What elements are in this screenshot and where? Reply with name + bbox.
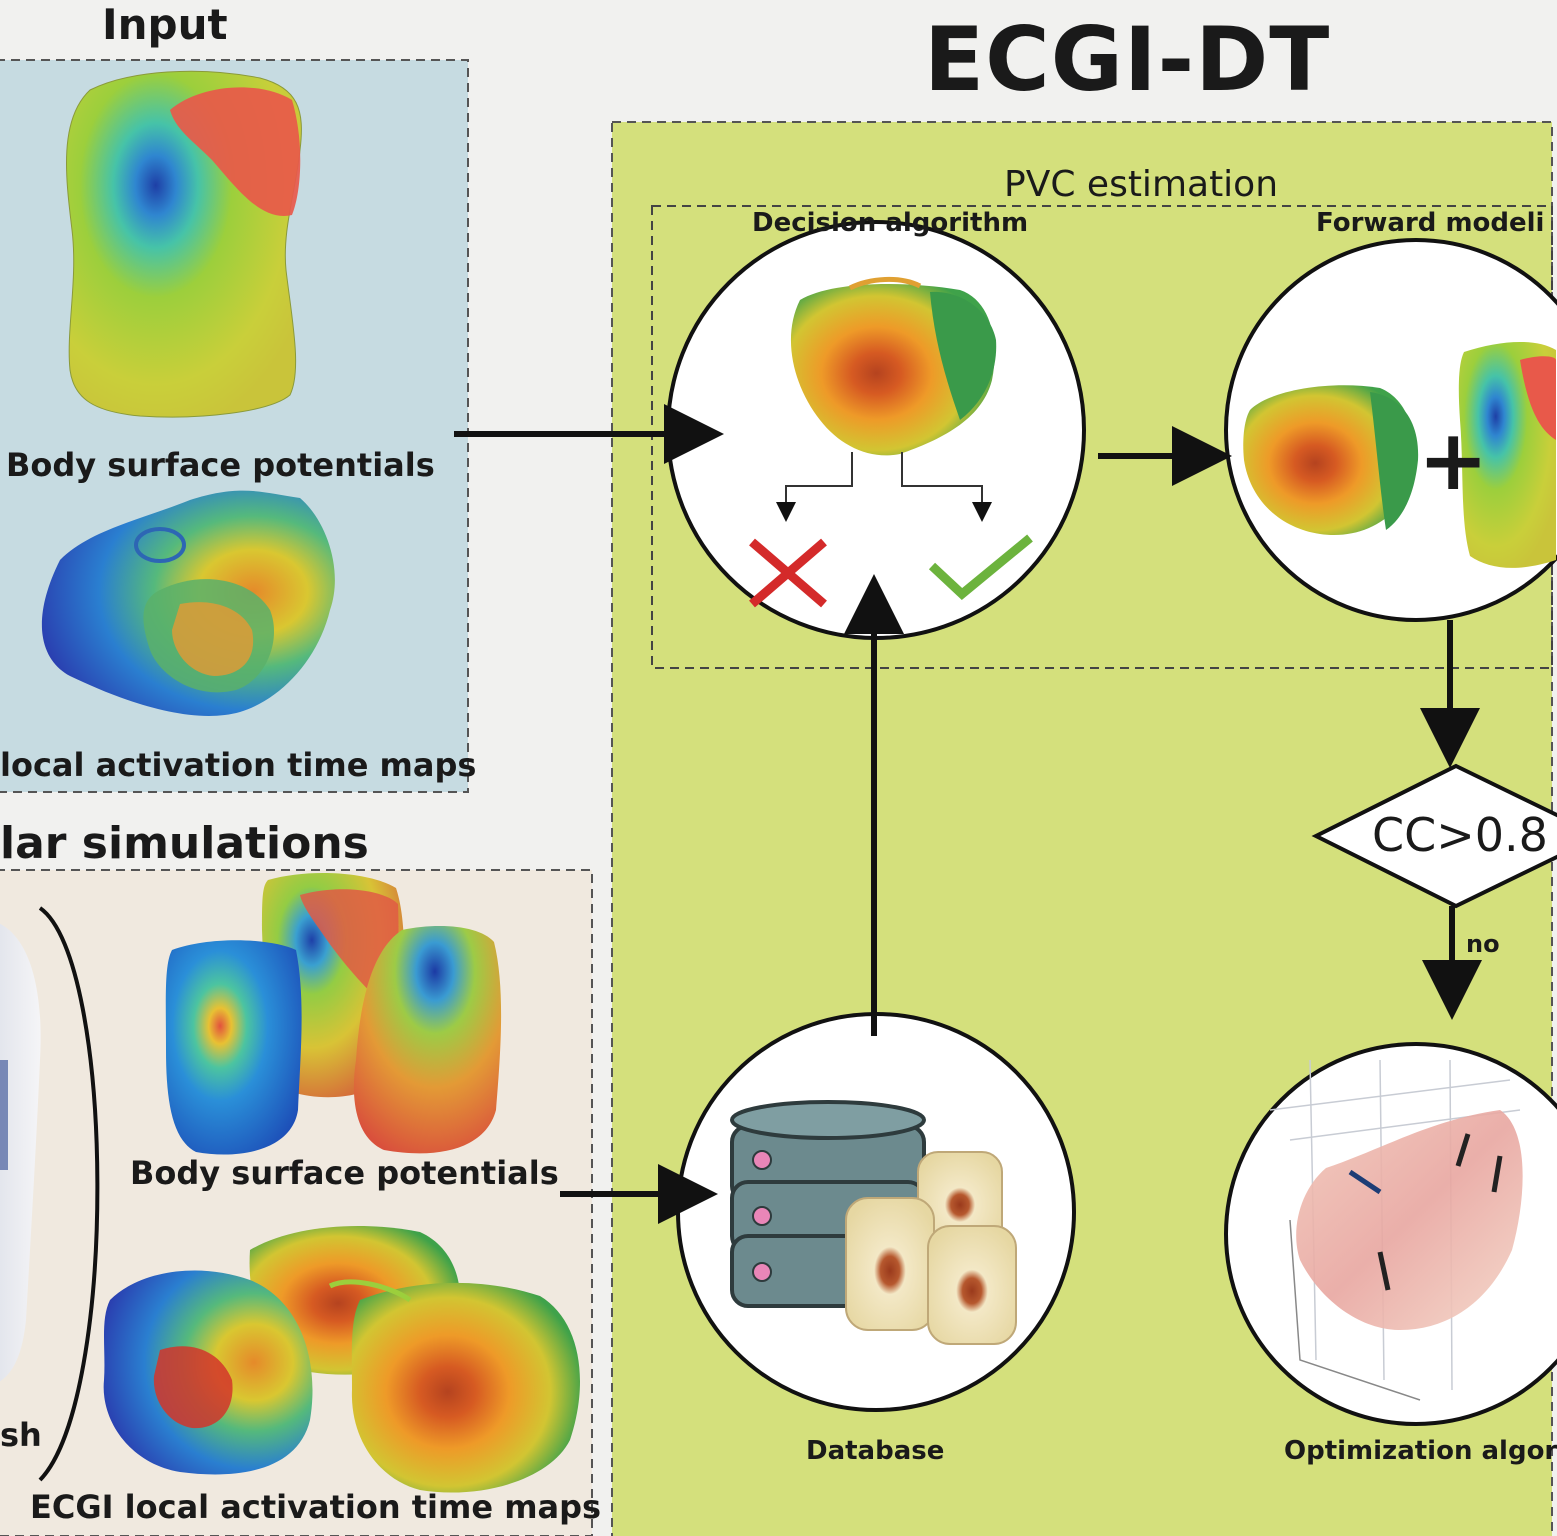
pvc-estimation-heading: PVC estimation — [1004, 164, 1279, 205]
simulations-lat-label: ECGI local activation time maps — [30, 1488, 602, 1526]
optimization-surface-image — [1269, 1059, 1523, 1401]
condition-diamond — [1311, 763, 1557, 909]
forward-heart-image — [1243, 385, 1419, 536]
input-heading: Input — [102, 0, 228, 49]
no-label: no — [1466, 930, 1500, 958]
simulated-heart-images — [103, 1226, 580, 1493]
plus-sign: + — [1418, 411, 1489, 509]
decision-branch-left — [776, 452, 853, 522]
accept-icon — [928, 534, 1033, 600]
condition-label: CC>0.8 — [1372, 808, 1548, 862]
input-torso-image — [66, 70, 302, 418]
input-bsp-label: Body surface potentials — [6, 446, 435, 484]
simulated-torso-images — [165, 873, 502, 1155]
decision-algorithm-label: Decision algorithm — [752, 208, 1029, 238]
decision-branch-right — [901, 452, 992, 522]
forward-torso-image — [1458, 341, 1556, 568]
database-heart-images — [845, 1151, 1017, 1345]
database-label: Database — [806, 1436, 945, 1466]
reject-icon — [749, 538, 827, 608]
simulations-heading: lar simulations — [0, 818, 369, 869]
simulations-bsp-label: Body surface potentials — [130, 1154, 559, 1192]
mesh-torso-image — [0, 923, 41, 1382]
mesh-bracket — [38, 906, 100, 1482]
decision-heart-image — [790, 276, 997, 456]
simulations-mesh-label: sh — [0, 1416, 42, 1454]
diagram-title: ECGI-DT — [924, 8, 1331, 111]
optimization-label: Optimization algor — [1284, 1436, 1557, 1466]
input-activation-heart-image — [41, 490, 335, 716]
input-lat-label: local activation time maps — [0, 746, 477, 784]
forward-modeling-label: Forward modeli — [1316, 208, 1545, 238]
